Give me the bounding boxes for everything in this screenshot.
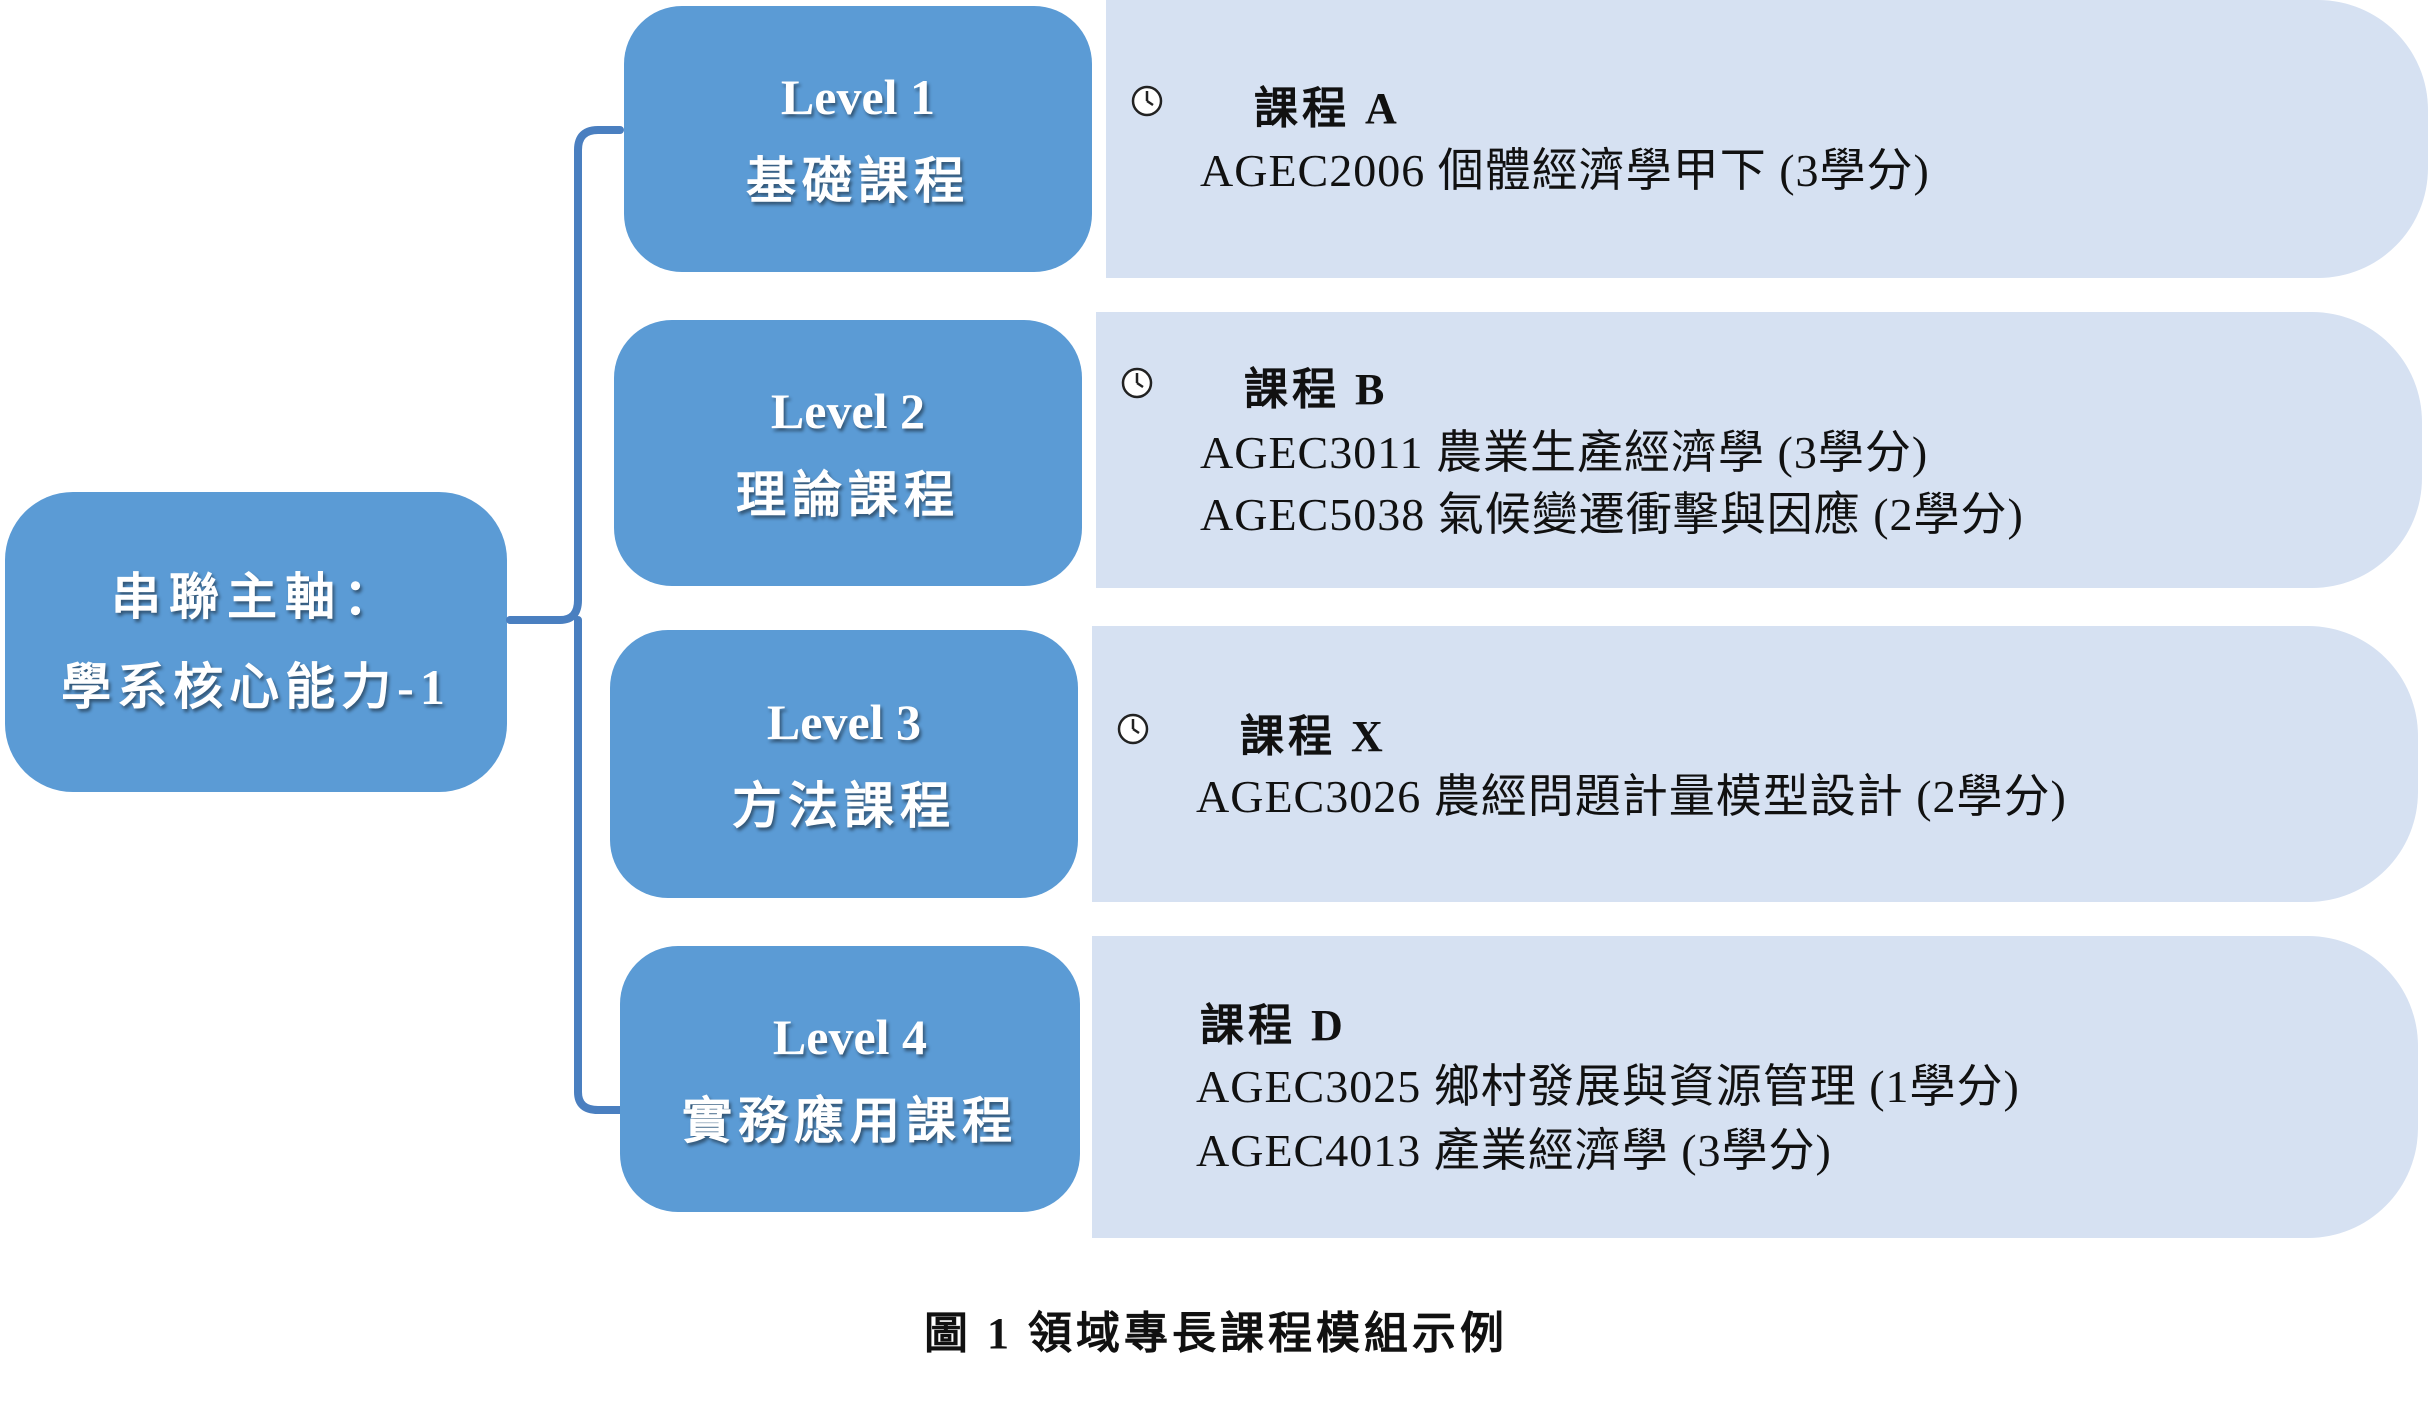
course-title: 課程 A [1254,84,1401,133]
course-title: 課程 B [1244,365,1389,414]
course-title: 課程 X [1240,712,1387,761]
level-1-detail-panel: 課程 A AGEC2006 個體經濟學甲下 (3學分) [1106,0,2428,278]
level-2-box: Level 2 理論課程 [614,320,1082,586]
course-item: AGEC3026 農經問題計量模型設計 (2學分) [1196,771,2067,822]
root-label-line1: 串聯主軸： [111,569,401,625]
bracket-path [506,126,626,1114]
level-3-box: Level 3 方法課程 [610,630,1078,898]
root-label-line2: 學系核心能力-1 [61,659,451,715]
level-number: Level 1 [780,69,936,125]
level-number: Level 2 [770,383,926,439]
level-name: 實務應用課程 [682,1093,1018,1149]
clock-icon [1131,85,1163,117]
level-2-detail-panel: 課程 B AGEC3011 農業生產經濟學 (3學分) AGEC5038 氣候變… [1096,312,2422,588]
level-name: 基礎課程 [746,153,970,209]
course-item: AGEC4013 產業經濟學 (3學分) [1196,1125,1832,1176]
level-4-box: Level 4 實務應用課程 [620,946,1080,1212]
course-item: AGEC3025 鄉村發展與資源管理 (1學分) [1196,1061,2020,1112]
clock-icon [1117,713,1149,745]
level-name: 方法課程 [732,778,956,834]
level-number: Level 4 [772,1009,928,1065]
course-item: AGEC3011 農業生產經濟學 (3學分) [1200,427,1929,478]
root-node: 串聯主軸： 學系核心能力-1 [5,492,507,792]
course-item: AGEC2006 個體經濟學甲下 (3學分) [1200,145,1930,196]
course-title: 課程 D [1200,1001,1347,1050]
level-4-detail-panel: 課程 D AGEC3025 鄉村發展與資源管理 (1學分) AGEC4013 產… [1092,936,2418,1238]
course-item: AGEC5038 氣候變遷衝擊與因應 (2學分) [1200,489,2024,540]
level-1-box: Level 1 基礎課程 [624,6,1092,272]
level-number: Level 3 [766,694,922,750]
level-name: 理論課程 [736,467,960,523]
figure-caption: 圖 1 領域專長課程模組示例 [924,1309,1508,1358]
clock-icon [1121,367,1153,399]
level-3-detail-panel: 課程 X AGEC3026 農經問題計量模型設計 (2學分) [1092,626,2418,902]
